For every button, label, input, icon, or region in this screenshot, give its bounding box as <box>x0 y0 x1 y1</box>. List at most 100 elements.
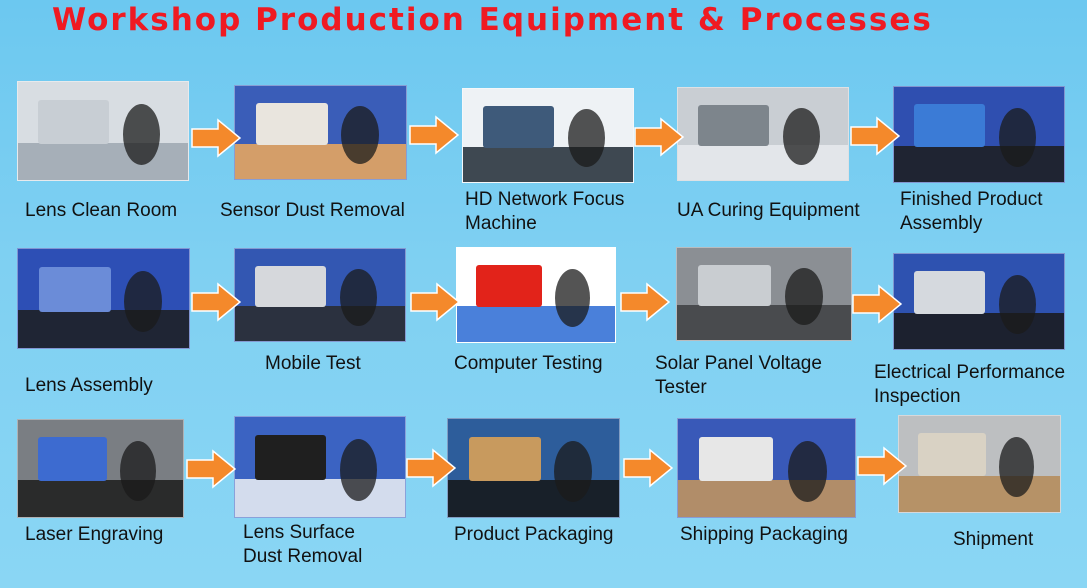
sensor-dust-removal-caption: Sensor Dust Removal <box>220 199 405 223</box>
photo-floor <box>894 146 1064 182</box>
product-packaging-caption: Product Packaging <box>454 523 614 547</box>
photo-equipment <box>483 106 554 148</box>
photo-equipment <box>255 435 326 480</box>
photo-equipment <box>476 265 542 307</box>
lens-surface-dust-removal-photo <box>234 416 406 518</box>
photo-equipment <box>699 437 773 481</box>
caption-line: Solar Panel Voltage <box>655 353 822 374</box>
caption-line: Product Packaging <box>454 524 614 545</box>
photo-floor <box>235 306 405 341</box>
sensor-dust-removal-photo <box>234 85 407 180</box>
arrow-right-icon <box>623 448 673 488</box>
photo-equipment <box>914 104 985 147</box>
caption-line: Tester <box>655 377 707 398</box>
arrow-right-icon <box>634 117 684 157</box>
arrow-right-icon <box>852 284 902 324</box>
photo-floor <box>235 144 406 179</box>
photo-floor <box>894 313 1064 349</box>
photo-equipment <box>914 271 985 314</box>
photo-worker <box>554 441 592 502</box>
mobile-test-photo <box>234 248 406 342</box>
photo-worker <box>783 108 820 165</box>
lens-clean-room-caption: Lens Clean Room <box>25 199 177 223</box>
photo-equipment <box>256 103 328 145</box>
caption-line: Lens Surface <box>243 522 355 543</box>
caption-line: Laser Engraving <box>25 524 164 545</box>
photo-equipment <box>469 437 541 481</box>
computer-testing-photo <box>456 247 616 343</box>
photo-equipment <box>39 267 111 312</box>
photo-worker <box>340 439 377 501</box>
photo-floor <box>18 310 189 348</box>
shipment-caption: Shipment <box>953 528 1033 552</box>
photo-floor <box>678 145 848 180</box>
caption-line: Dust Removal <box>243 546 363 567</box>
photo-equipment <box>38 100 109 144</box>
shipping-packaging-caption: Shipping Packaging <box>680 523 848 547</box>
caption-line: HD Network Focus <box>465 189 625 210</box>
electrical-performance-inspection-photo <box>893 253 1065 350</box>
photo-floor <box>678 480 855 517</box>
lens-clean-room-photo <box>17 81 189 181</box>
lens-assembly-caption: Lens Assembly <box>25 374 153 398</box>
caption-line: Computer Testing <box>454 353 603 374</box>
caption-line: Mobile Test <box>265 353 361 374</box>
shipment-photo <box>898 415 1061 513</box>
photo-floor <box>448 480 619 517</box>
computer-testing-caption: Computer Testing <box>454 352 603 376</box>
arrow-right-icon <box>850 116 900 156</box>
arrow-right-icon <box>191 118 241 158</box>
photo-equipment <box>698 105 769 146</box>
caption-line: Machine <box>465 213 537 234</box>
caption-line: Assembly <box>900 213 983 234</box>
photo-worker <box>785 268 823 325</box>
product-packaging-photo <box>447 418 620 518</box>
arrow-right-icon <box>191 282 241 322</box>
finished-product-assembly-photo <box>893 86 1065 183</box>
hd-network-focus-machine-photo <box>462 88 634 183</box>
arrow-right-icon <box>186 449 236 489</box>
photo-floor <box>677 305 851 340</box>
photo-worker <box>999 437 1034 497</box>
lens-assembly-photo <box>17 248 190 349</box>
caption-line: Sensor Dust Removal <box>220 200 405 221</box>
ua-curing-equipment-caption: UA Curing Equipment <box>677 199 860 223</box>
photo-worker <box>124 271 162 332</box>
shipping-packaging-photo <box>677 418 856 518</box>
photo-equipment <box>698 265 771 306</box>
photo-floor <box>899 476 1060 512</box>
photo-worker <box>340 269 377 326</box>
photo-worker <box>555 269 590 327</box>
photo-equipment <box>38 437 107 481</box>
caption-line: Electrical Performance <box>874 362 1066 383</box>
mobile-test-caption: Mobile Test <box>265 352 361 376</box>
photo-worker <box>999 108 1036 167</box>
photo-worker <box>999 275 1036 334</box>
photo-worker <box>568 109 605 167</box>
caption-line: UA Curing Equipment <box>677 200 860 221</box>
arrow-right-icon <box>406 448 456 488</box>
photo-worker <box>788 441 827 502</box>
laser-engraving-photo <box>17 419 184 518</box>
caption-line: Shipping Packaging <box>680 524 848 545</box>
solar-panel-voltage-tester-photo <box>676 247 852 341</box>
caption-line: Lens Assembly <box>25 375 153 396</box>
photo-equipment <box>255 266 326 307</box>
caption-line: Shipment <box>953 529 1034 550</box>
arrow-right-icon <box>857 446 907 486</box>
caption-line: Inspection <box>874 386 961 407</box>
photo-floor <box>463 147 633 182</box>
photo-equipment <box>918 433 986 476</box>
photo-floor <box>235 479 405 517</box>
caption-line: Lens Clean Room <box>25 200 178 221</box>
caption-line: Finished Product <box>900 189 1043 210</box>
arrow-right-icon <box>409 115 459 155</box>
photo-worker <box>120 441 156 501</box>
photo-floor <box>18 480 183 517</box>
page-title: Workshop Production Equipment & Processe… <box>52 2 933 38</box>
